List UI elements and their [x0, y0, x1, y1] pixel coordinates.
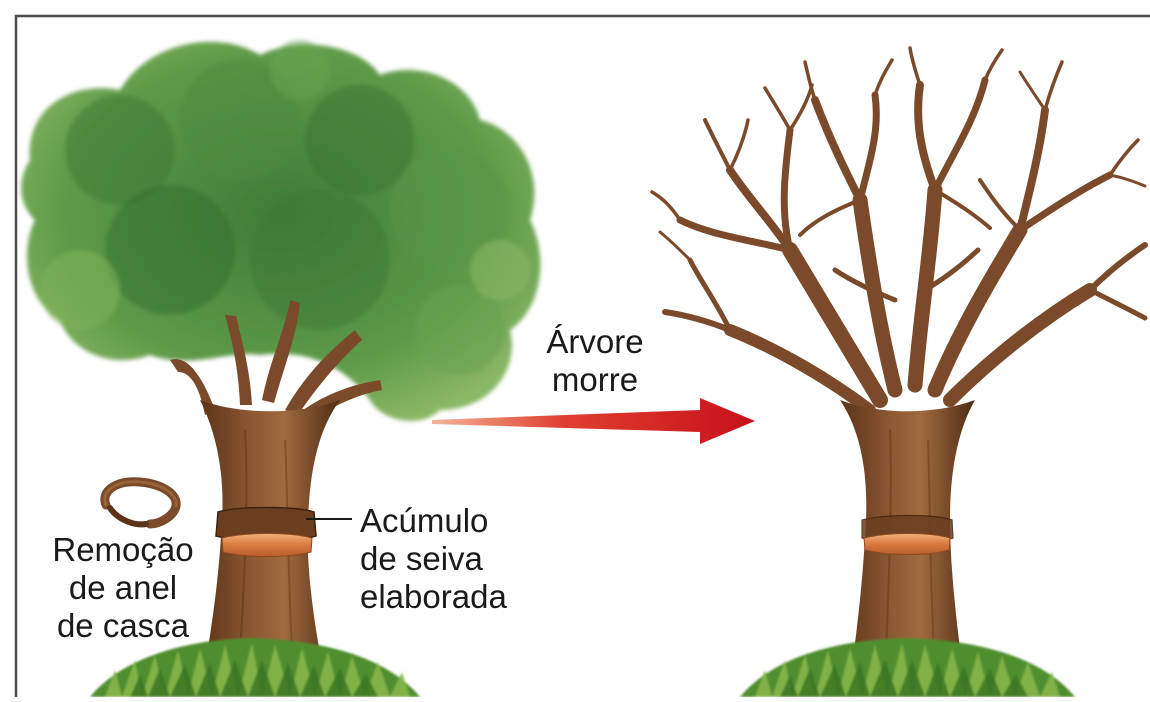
tree-dies-label-line-1: Árvore [540, 323, 650, 361]
sap-accumulation-label-line-1: Acúmulo [360, 502, 507, 540]
bark-ring-removal-label-line-2: de anel [42, 569, 204, 607]
progression-arrow [432, 398, 755, 444]
bark-ring-removal-label: Remoção de anel de casca [42, 531, 204, 645]
tree-dies-label: Árvore morre [540, 323, 650, 399]
sap-accumulation-label: Acúmulo de seiva elaborada [360, 502, 507, 616]
sap-accumulation-label-line-3: elaborada [360, 578, 507, 616]
dead-tree-removed-ring [864, 534, 950, 555]
dead-tree [652, 48, 1145, 697]
sap-accumulation-label-line-2: de seiva [360, 540, 507, 578]
bark-ring-removal-label-line-1: Remoção [42, 531, 204, 569]
grass-right [740, 638, 1075, 697]
bark-ring-strip-icon [105, 482, 176, 525]
grass-left [90, 638, 420, 697]
dead-tree-branches [652, 48, 1145, 410]
removed-bark-ring [222, 534, 312, 557]
tree-dies-label-line-2: morre [540, 361, 650, 399]
bark-ring-removal-label-line-3: de casca [42, 607, 204, 645]
